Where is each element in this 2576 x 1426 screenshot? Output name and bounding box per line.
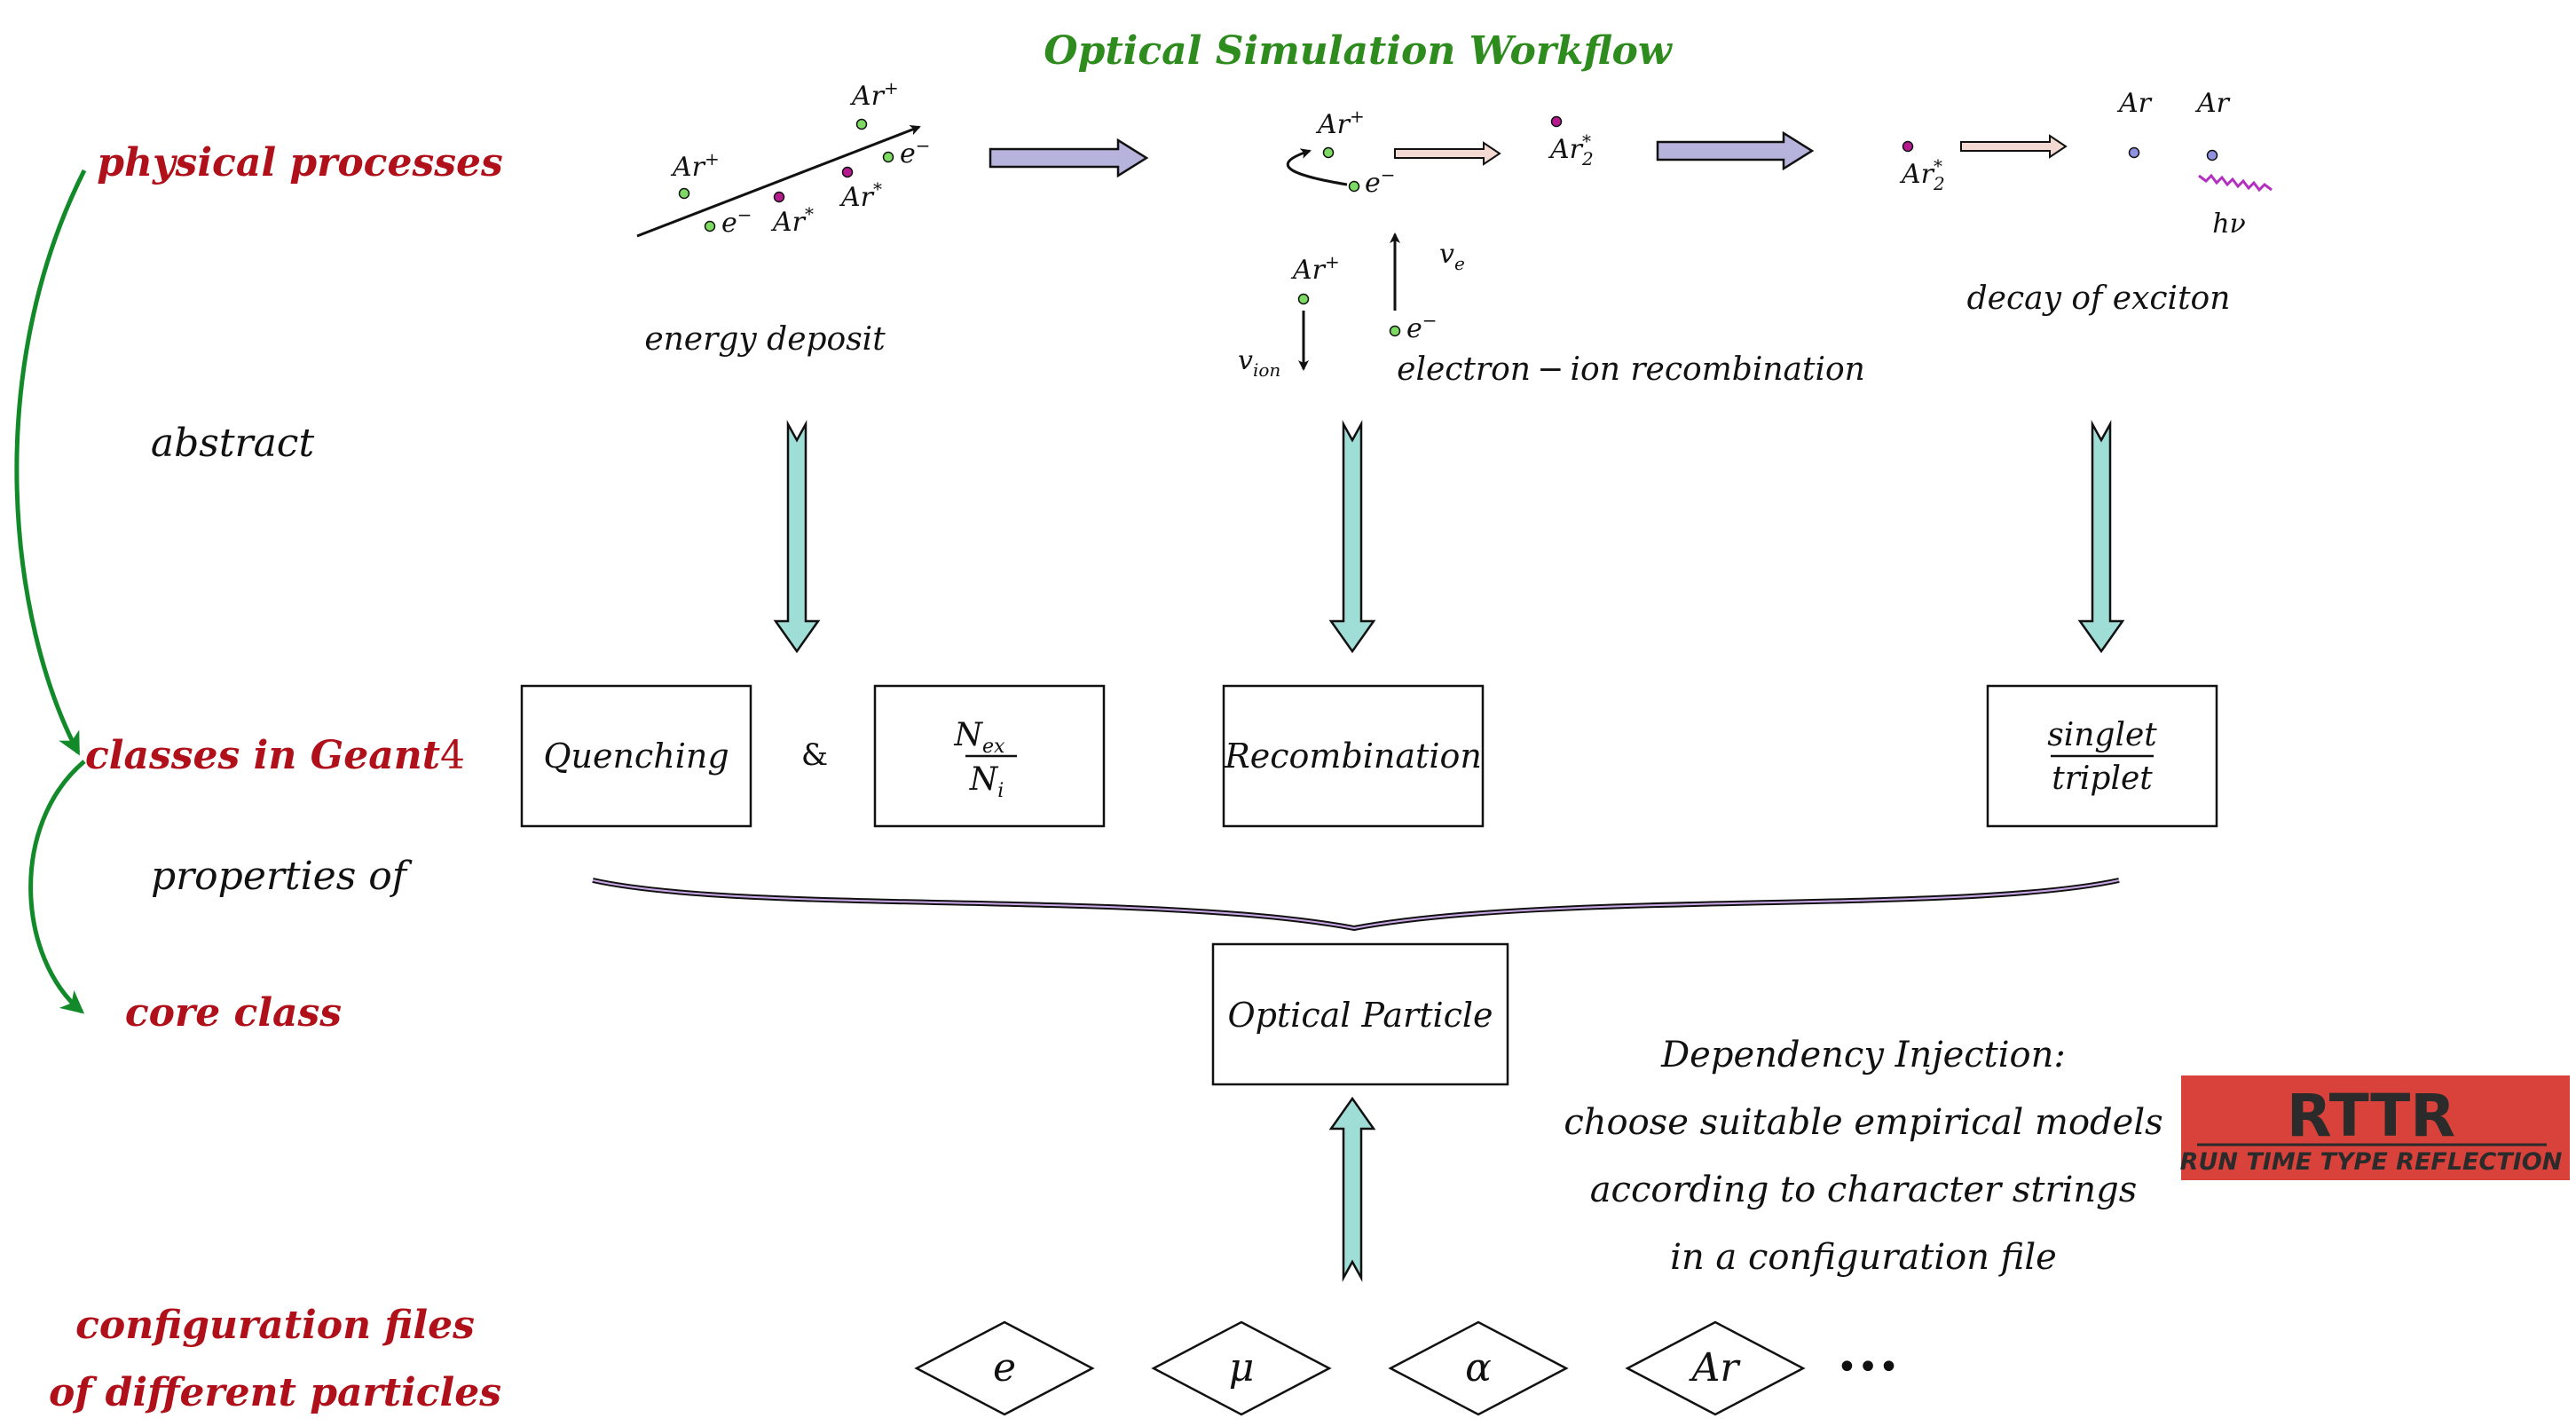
label-e-minus-2: e− — [900, 135, 931, 169]
label-classes-text: classes in Geant — [85, 733, 440, 778]
particle-label-mu: μ — [1229, 1345, 1255, 1391]
particle-label-ar: Ar — [1689, 1345, 1742, 1391]
recomb-label-e-minus: e− — [1365, 164, 1396, 199]
di-line-3: according to character strings — [1590, 1170, 2138, 1210]
recombination-scene: Ar+ e− Ar*2 Ar+ vion e− ve electron − io… — [1238, 106, 1865, 388]
photon-label: hν — [2212, 209, 2246, 240]
nex-numerator: Nex — [954, 717, 1006, 758]
label-core-class: core class — [125, 990, 342, 1036]
particle-config-ar: Ar — [1625, 1320, 1806, 1416]
ion-velocity-label: vion — [1238, 345, 1280, 381]
small-arrow-2 — [1960, 134, 2068, 159]
rttr-logo-background — [2181, 1075, 2570, 1180]
label-ar-star-2: Ar* — [839, 178, 882, 213]
green-curve-arrow-2 — [28, 760, 86, 1014]
recomb-label-ar-plus: Ar+ — [1315, 106, 1365, 140]
di-line-4: in a configuration file — [1670, 1237, 2057, 1278]
triplet-label: triplet — [2052, 760, 2153, 797]
recombination-label: Recombination — [1224, 737, 1482, 776]
particle-label-alpha: α — [1465, 1345, 1492, 1391]
di-line-1: Dependency Injection: — [1660, 1035, 2066, 1075]
excimer-dot-2 — [1902, 140, 1914, 153]
label-decay-of-exciton: decay of exciton — [1967, 280, 2231, 317]
label-energy-deposit: energy deposit — [644, 321, 886, 358]
particle-config-e: e — [914, 1320, 1095, 1416]
process-arrow-1 — [989, 138, 1149, 178]
electron-drift-label: e− — [1406, 310, 1438, 344]
di-line-2: choose suitable empirical models — [1564, 1102, 2162, 1143]
label-ar-star-1: Ar* — [770, 203, 814, 238]
label-classes-in-geant4: classes in Geant4 — [85, 733, 465, 778]
ion-drift-label: Ar+ — [1290, 251, 1340, 286]
label-ar-plus-2: Ar+ — [849, 77, 899, 112]
label-classes-number: 4 — [440, 733, 465, 778]
green-curve-arrow-1 — [14, 169, 87, 756]
singlet-label: singlet — [2047, 717, 2157, 753]
diagram-title: Optical Simulation Workflow — [1044, 28, 1674, 74]
rttr-logo-title: RTTR — [2287, 1082, 2455, 1150]
excimer-label-1: Ar*2 — [1548, 130, 1594, 169]
ion-drift-dot — [1297, 293, 1310, 305]
quenching-box — [520, 684, 752, 828]
ar-ion-dot-2 — [855, 118, 868, 130]
excited-ar-dot-2 — [841, 166, 854, 178]
label-e-minus-1: e− — [721, 204, 752, 239]
label-config-files: configuration files — [75, 1303, 475, 1348]
electron-dot-1 — [704, 220, 716, 232]
ampersand: & — [801, 737, 828, 773]
recomb-ar-ion-dot — [1322, 146, 1335, 159]
recomb-electron-dot — [1348, 180, 1360, 193]
particle-config-mu: μ — [1151, 1320, 1332, 1416]
merge-brace — [592, 878, 2120, 932]
process-arrow-2 — [1656, 130, 1815, 171]
ar-ion-dot-1 — [678, 187, 690, 200]
photon-wave — [2198, 173, 2273, 193]
down-arrow-decay — [2077, 420, 2125, 654]
down-arrow-recombination — [1328, 420, 1376, 654]
excimer-label-2: Ar*2 — [1899, 155, 1945, 194]
excited-ar-dot-1 — [773, 191, 785, 203]
label-recombination-process: electron − ion recombination — [1397, 351, 1865, 388]
optical-particle-label: Optical Particle — [1227, 996, 1493, 1035]
label-properties-of: properties of — [151, 854, 413, 899]
rttr-logo: RTTR RUN TIME TYPE REFLECTION — [2180, 1075, 2570, 1180]
ground-ar-dot-2 — [2206, 149, 2218, 162]
recombination-box — [1222, 684, 1485, 828]
energy-deposit-scene: Ar+ e− Ar* Ar+ e− Ar* energy deposit — [636, 77, 931, 358]
particle-label-e: e — [993, 1345, 1016, 1391]
ground-ar-dot-1 — [2128, 146, 2140, 159]
label-physical-processes: physical processes — [97, 140, 503, 185]
up-arrow-config — [1328, 1096, 1376, 1282]
label-abstract: abstract — [151, 421, 315, 466]
label-different-particles: of different particles — [49, 1370, 501, 1415]
electron-drift-dot — [1389, 325, 1401, 337]
particle-track — [636, 125, 921, 238]
electron-dot-2 — [882, 151, 894, 163]
quenching-label: Quenching — [543, 737, 729, 776]
ground-ar-label-2: Ar — [2194, 88, 2231, 119]
more-particles-ellipsis: ••• — [1837, 1347, 1900, 1388]
down-arrow-energy — [773, 420, 821, 654]
particle-config-alpha: α — [1388, 1320, 1569, 1416]
rttr-logo-subtitle: RUN TIME TYPE REFLECTION — [2180, 1148, 2563, 1176]
label-ar-plus-1: Ar+ — [670, 148, 720, 183]
decay-scene: Ar*2 Ar Ar hν decay of exciton — [1899, 88, 2273, 317]
small-arrow-1 — [1394, 141, 1501, 166]
ground-ar-label-1: Ar — [2116, 88, 2153, 119]
excimer-dot-1 — [1550, 115, 1563, 128]
optical-particle-box — [1211, 942, 1509, 1086]
recomb-orbit-curve — [1286, 148, 1348, 186]
electron-velocity-label: ve — [1439, 239, 1465, 274]
ni-denominator: Ni — [969, 761, 1004, 802]
